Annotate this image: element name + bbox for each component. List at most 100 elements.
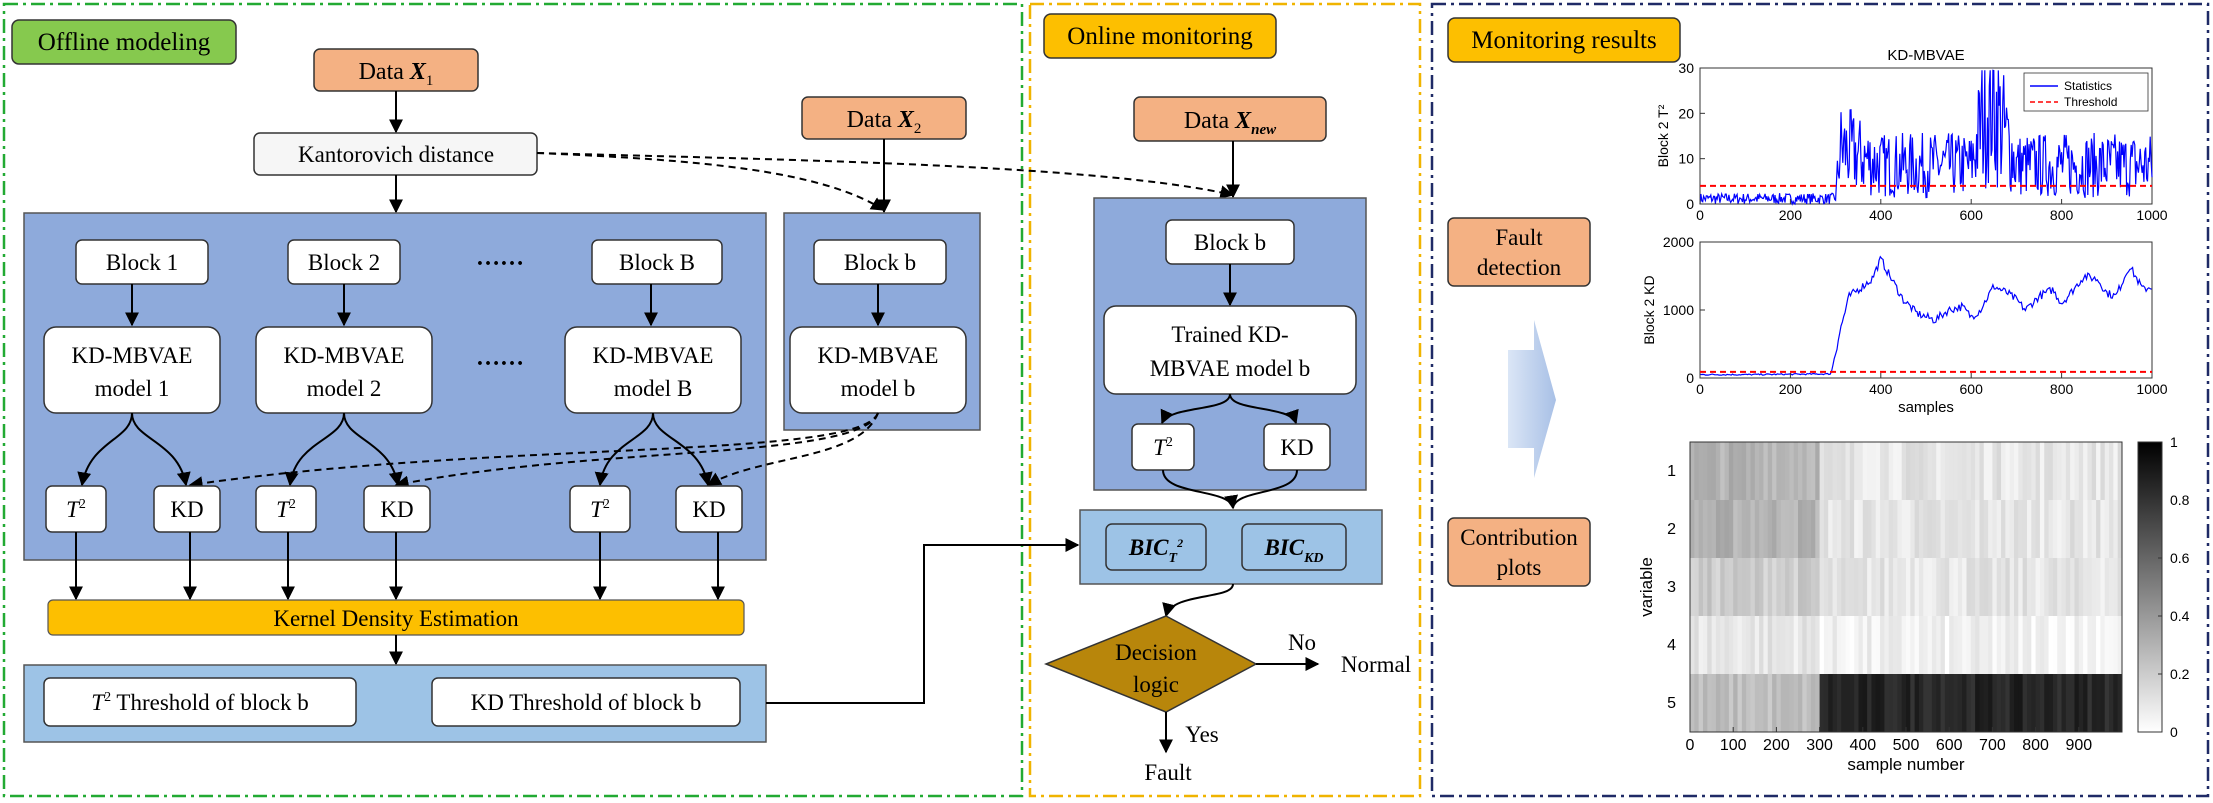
heatmap-cell xyxy=(2031,442,2037,501)
y-axis-label: Block 2 T² xyxy=(1655,104,1671,167)
heatmap-cell xyxy=(1828,674,1834,733)
x-tick-label: 800 xyxy=(2022,737,2049,754)
heatmap-cell xyxy=(1802,500,1808,559)
heatmap-cell xyxy=(2104,616,2110,675)
heatmap-cell xyxy=(1841,500,1847,559)
heatmap-cell xyxy=(1988,558,1993,617)
heatmap-cell xyxy=(1728,500,1734,559)
heatmap-cell xyxy=(1996,500,2002,559)
heatmap-cell xyxy=(2014,616,2019,675)
heatmap-cell xyxy=(2039,674,2045,733)
heatmap-cell xyxy=(1724,500,1730,559)
heatmap-cell xyxy=(2005,616,2011,675)
heatmap-cell xyxy=(2109,674,2114,733)
heatmap-cell xyxy=(1927,500,1933,559)
heatmap-cell xyxy=(1897,674,1903,733)
heatmap-cell xyxy=(2074,500,2080,559)
online-title-box: Online monitoring xyxy=(1043,13,1277,59)
heatmap-cell xyxy=(1724,558,1730,617)
heatmap-cell xyxy=(1789,674,1795,733)
heatmap-cell xyxy=(1936,558,1942,617)
kd-box-1: KD xyxy=(153,485,221,533)
heatmap-cell xyxy=(2061,674,2067,733)
heatmap-cell xyxy=(1992,500,1998,559)
fault-label: Fault xyxy=(1144,760,1192,785)
kd-box-2: KD xyxy=(363,485,431,533)
heatmap-cell xyxy=(1867,674,1872,733)
heatmap-cell xyxy=(1832,674,1838,733)
heatmap-cell xyxy=(1862,674,1868,733)
heatmap-cell xyxy=(1858,558,1864,617)
heatmap-cell xyxy=(1975,442,1980,501)
heatmap-cell xyxy=(1720,674,1726,733)
heatmap-cell xyxy=(1763,500,1769,559)
heatmap-cell xyxy=(1875,558,1881,617)
heatmap-cell xyxy=(1975,558,1980,617)
heatmap-cell xyxy=(2048,558,2054,617)
heatmap-cell xyxy=(1992,558,1998,617)
heatmap-cell xyxy=(1897,500,1903,559)
heatmap-cell xyxy=(1893,674,1898,733)
heatmap-cell xyxy=(1854,558,1859,617)
heatmap-cell xyxy=(1893,558,1898,617)
heatmap-cell xyxy=(2096,616,2101,675)
heatmap-cell xyxy=(1759,616,1764,675)
heatmap-cell xyxy=(2039,616,2045,675)
heatmap-cell xyxy=(1966,558,1972,617)
heatmap-cell xyxy=(1715,442,1721,501)
heatmap-cell xyxy=(1849,616,1855,675)
heatmap-cell xyxy=(1931,674,1937,733)
y-axis-label: variable xyxy=(1637,557,1656,617)
heatmap-cell xyxy=(1823,558,1829,617)
heatmap-cell xyxy=(1901,616,1907,675)
heatmap-cell xyxy=(1867,442,1872,501)
heatmap-cell xyxy=(1724,616,1730,675)
heatmap-cell xyxy=(2048,442,2054,501)
y-tick-label: 10 xyxy=(1678,151,1694,167)
heatmap-cell xyxy=(1836,616,1842,675)
heatmap-cell xyxy=(1841,674,1847,733)
heatmap-cell xyxy=(1983,500,1989,559)
svg-text:T2: T2 xyxy=(1153,435,1173,460)
heatmap-cell xyxy=(1694,442,1700,501)
heatmap-cell xyxy=(1849,500,1855,559)
heatmap-cell xyxy=(1733,616,1739,675)
heatmap-cell xyxy=(1992,674,1998,733)
kd-threshold-box: KD Threshold of block b xyxy=(431,677,741,727)
x-axis-label: samples xyxy=(1898,399,1954,416)
heatmap-cell xyxy=(1918,442,1924,501)
heatmap-cell xyxy=(1875,616,1881,675)
heatmap-cell xyxy=(1841,616,1847,675)
heatmap-cell xyxy=(1936,442,1942,501)
svg-text:T2: T2 xyxy=(66,497,86,522)
heatmap-cell xyxy=(1897,558,1903,617)
heatmap-cell xyxy=(1949,500,1955,559)
svg-text:T2 Threshold of block b: T2 Threshold of block b xyxy=(91,690,308,715)
online-title: Online monitoring xyxy=(1067,23,1253,50)
x-tick-label: 400 xyxy=(1849,737,1876,754)
heatmap-cell xyxy=(1957,616,1963,675)
heatmap-cell xyxy=(1828,442,1834,501)
heatmap-cell xyxy=(1884,500,1890,559)
heatmap-cell xyxy=(1763,674,1769,733)
heatmap-cell xyxy=(1737,558,1743,617)
y-tick-label: 0 xyxy=(1686,196,1694,212)
heatmap-cell xyxy=(1823,500,1829,559)
heatmap-cell xyxy=(2117,500,2123,559)
heatmap-cell xyxy=(1733,558,1739,617)
heatmap-cell xyxy=(1746,558,1751,617)
heatmap-cell xyxy=(1772,558,1777,617)
heatmap-cell xyxy=(1698,558,1704,617)
heatmap-cell xyxy=(2100,616,2106,675)
heatmap-cell xyxy=(1962,442,1967,501)
x-tick-label: 200 xyxy=(1779,381,1803,397)
heatmap-cell xyxy=(2009,558,2015,617)
heatmap-cell xyxy=(1702,674,1708,733)
heatmap-cell xyxy=(1789,500,1795,559)
heatmap-cell xyxy=(1871,500,1877,559)
heatmap-cell xyxy=(1754,674,1760,733)
heatmap-cell xyxy=(1772,616,1777,675)
heatmap-cell xyxy=(2061,616,2067,675)
t2-box-2: T2 xyxy=(255,485,317,533)
heatmap-cell xyxy=(1875,500,1881,559)
